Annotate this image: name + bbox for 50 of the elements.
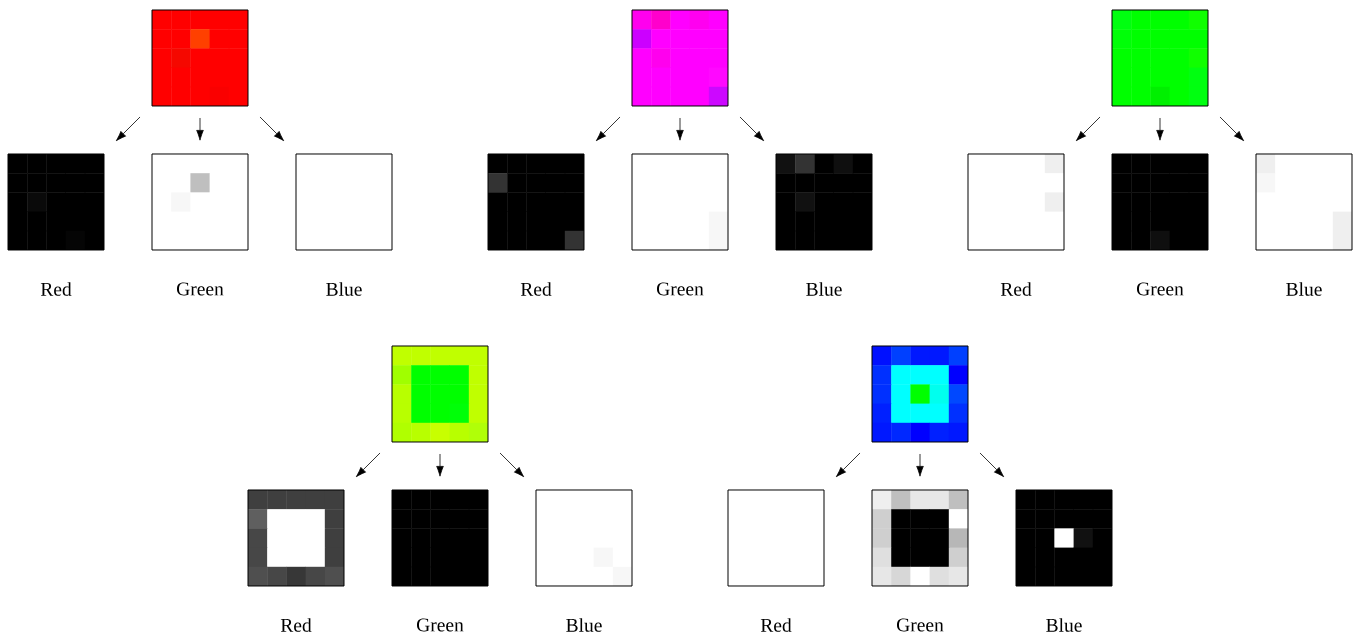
pixel-image bbox=[871, 489, 969, 587]
pixel-image bbox=[151, 9, 249, 107]
channel-label: Green bbox=[1137, 282, 1184, 296]
arrow bbox=[739, 116, 765, 142]
channel-label: Red bbox=[280, 618, 312, 632]
pixel-image bbox=[247, 489, 345, 587]
arrow bbox=[1075, 116, 1101, 142]
pixel-image bbox=[1111, 153, 1209, 251]
box bbox=[295, 153, 393, 251]
channel-label: Blue bbox=[1046, 618, 1082, 632]
arrow bbox=[979, 452, 1005, 478]
arrow bbox=[436, 453, 444, 477]
pixel-image bbox=[535, 489, 633, 587]
pixel-image bbox=[871, 345, 969, 443]
arrow bbox=[1219, 116, 1245, 142]
channel-label: Green bbox=[177, 282, 224, 296]
channel-label: Green bbox=[657, 282, 704, 296]
arrow bbox=[499, 452, 525, 478]
channel-label: Red bbox=[40, 282, 72, 296]
pixel-image bbox=[967, 153, 1065, 251]
arrow bbox=[835, 452, 861, 478]
arrow bbox=[676, 117, 684, 141]
pixel-image bbox=[151, 153, 249, 251]
arrow bbox=[196, 117, 204, 141]
pixel-image bbox=[631, 153, 729, 251]
channel-label: Red bbox=[760, 618, 792, 632]
pixel-image bbox=[1255, 153, 1353, 251]
channel-label: Green bbox=[417, 618, 464, 632]
pixel-image bbox=[391, 489, 489, 587]
channel-label: Blue bbox=[566, 618, 602, 632]
arrow bbox=[595, 116, 621, 142]
channel-label: Blue bbox=[806, 282, 842, 296]
arrow bbox=[115, 116, 141, 142]
arrow bbox=[1156, 117, 1164, 141]
pixel-image bbox=[7, 153, 105, 251]
pixel-image bbox=[1015, 489, 1113, 587]
box bbox=[727, 489, 825, 587]
channel-label: Blue bbox=[326, 282, 362, 296]
pixel-image bbox=[391, 345, 489, 443]
channel-label: Blue bbox=[1286, 282, 1322, 296]
channel-label: Red bbox=[1000, 282, 1032, 296]
arrow bbox=[259, 116, 285, 142]
pixel-image bbox=[1111, 9, 1209, 107]
arrow bbox=[355, 452, 381, 478]
pixel-image bbox=[775, 153, 873, 251]
channel-label: Green bbox=[897, 618, 944, 632]
arrow bbox=[916, 453, 924, 477]
channel-label: Red bbox=[520, 282, 552, 296]
pixel-image bbox=[487, 153, 585, 251]
pixel-image bbox=[631, 9, 729, 107]
